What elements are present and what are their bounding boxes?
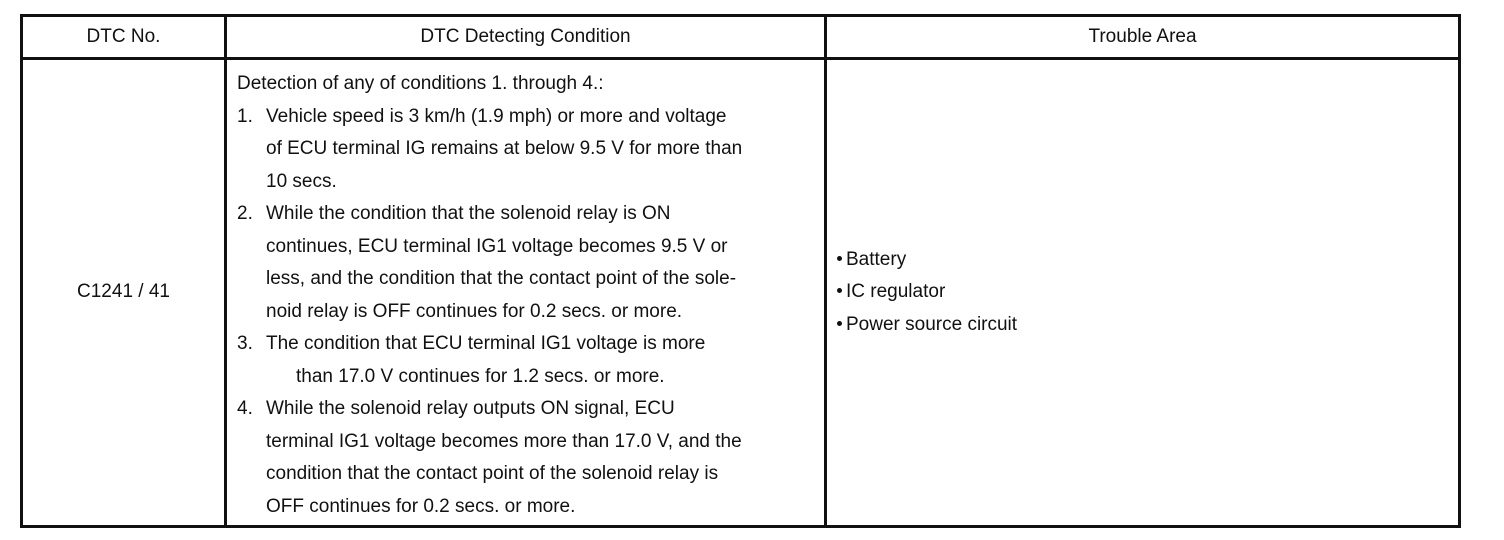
header-dtc-no: DTC No. xyxy=(20,14,227,60)
condition-line: condition that the contact point of the … xyxy=(266,463,719,484)
bullet-icon xyxy=(837,288,842,294)
condition-line: OFF continues for 0.2 secs. or more. xyxy=(266,495,576,517)
condition-line: Vehicle speed is 3 km/h (1.9 mph) or mor… xyxy=(266,105,727,127)
trouble-area-item: IC regulator xyxy=(835,276,1450,309)
condition-line: of ECU terminal IG remains at below 9.5 … xyxy=(266,138,743,159)
trouble-area-item: Battery xyxy=(835,244,1450,277)
condition-item-4: 4. While the solenoid relay outputs ON s… xyxy=(237,393,814,523)
condition-item-1: 1. Vehicle speed is 3 km/h (1.9 mph) or … xyxy=(237,101,814,199)
condition-number: 1. xyxy=(237,105,253,127)
table-row: C1241 / 41 Detection of any of condition… xyxy=(20,57,1461,528)
detecting-condition-cell: Detection of any of conditions 1. throug… xyxy=(224,57,827,528)
condition-number: 3. xyxy=(237,333,253,354)
condition-line: than 17.0 V continues for 1.2 secs. or m… xyxy=(296,365,665,387)
trouble-area-cell: Battery IC regulator Power source circui… xyxy=(824,57,1461,528)
condition-item-2: 2. While the condition that the solenoid… xyxy=(237,198,814,328)
trouble-area-label: Power source circuit xyxy=(846,313,1018,335)
trouble-area-label: IC regulator xyxy=(846,281,946,303)
condition-number: 4. xyxy=(237,398,253,419)
header-row: DTC No. DTC Detecting Condition Trouble … xyxy=(20,14,1461,60)
bullet-icon xyxy=(837,255,842,261)
trouble-area-label: Battery xyxy=(846,248,907,270)
trouble-area-list: Battery IC regulator Power source circui… xyxy=(835,244,1450,342)
condition-line: While the solenoid relay outputs ON sign… xyxy=(266,398,675,419)
condition-line: The condition that ECU terminal IG1 volt… xyxy=(266,333,706,354)
trouble-area-item: Power source circuit xyxy=(835,309,1450,342)
condition-line: terminal IG1 voltage becomes more than 1… xyxy=(266,430,742,452)
condition-list: 1. Vehicle speed is 3 km/h (1.9 mph) or … xyxy=(237,101,814,524)
dtc-code: C1241 / 41 xyxy=(20,57,227,528)
header-detecting-condition: DTC Detecting Condition xyxy=(224,14,827,60)
condition-intro: Detection of any of conditions 1. throug… xyxy=(237,73,604,94)
condition-line: less, and the condition that the contact… xyxy=(266,268,737,289)
condition-number: 2. xyxy=(237,203,253,224)
condition-item-3: 3. The condition that ECU terminal IG1 v… xyxy=(237,328,814,393)
condition-line: noid relay is OFF continues for 0.2 secs… xyxy=(266,300,683,322)
condition-line: 10 secs. xyxy=(266,170,337,192)
condition-line: continues, ECU terminal IG1 voltage beco… xyxy=(266,235,728,257)
header-trouble-area: Trouble Area xyxy=(824,14,1461,60)
bullet-icon xyxy=(837,320,842,326)
dtc-table: DTC No. DTC Detecting Condition Trouble … xyxy=(20,14,1461,528)
condition-line: While the condition that the solenoid re… xyxy=(266,203,671,224)
